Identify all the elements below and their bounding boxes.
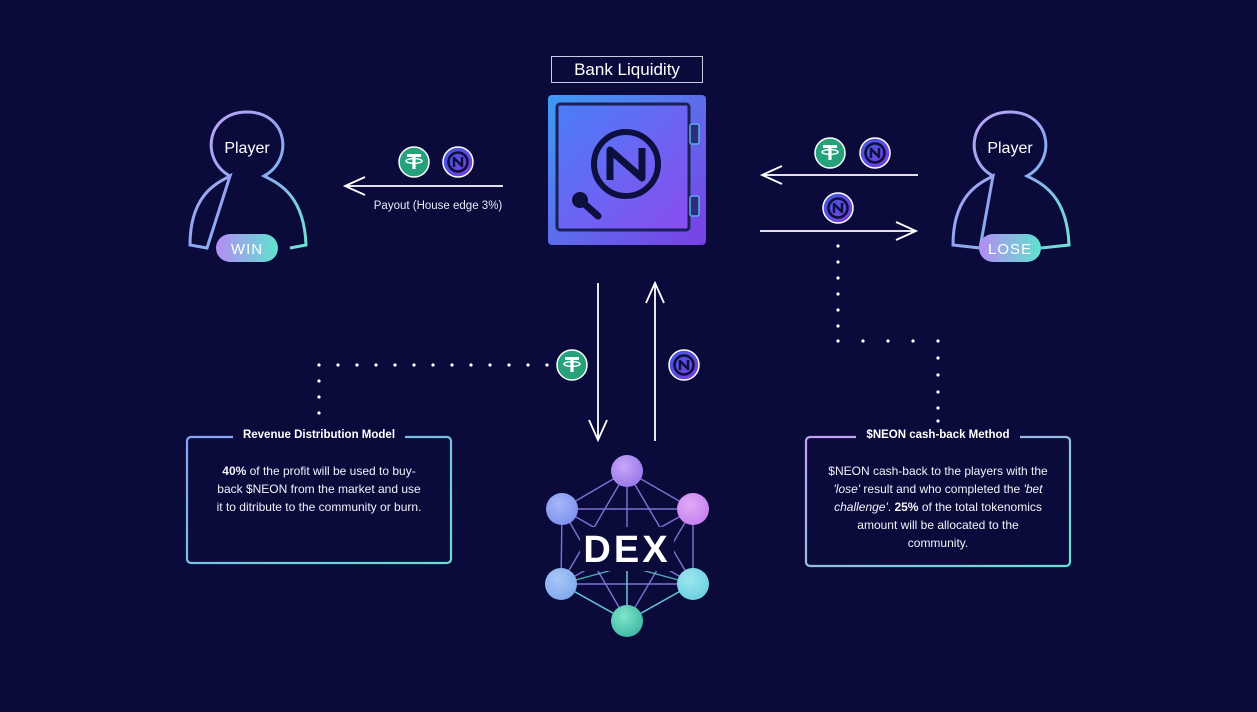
payout-label: Payout (House edge 3%) [373, 200, 503, 212]
payout-neon-icon [441, 145, 475, 179]
dex-node-left [546, 493, 578, 525]
cashback-box-body: $NEON cash-back to the players with the … [805, 462, 1071, 552]
cashback-text-2: result and who completed the [860, 482, 1024, 496]
cashback-text-3: . [887, 500, 895, 514]
dex-node-bottom-left [545, 568, 577, 600]
cashback-italic-bet: 'bet challenge' [834, 482, 1043, 514]
bet-arrow [759, 165, 918, 185]
cashback-dotted-line [836, 244, 940, 423]
cashback-method-box: $NEON cash-back Method $NEON cash-back t… [805, 429, 1071, 566]
bet-neon-icon [858, 136, 892, 170]
safe-icon [548, 95, 706, 245]
cashback-italic-lose: 'lose' [833, 482, 861, 496]
player-right-figure [951, 110, 1071, 250]
player-left-label: Player [224, 140, 270, 157]
dex-neon-icon [667, 348, 701, 382]
dex-node-top [611, 455, 643, 487]
revenue-dotted-line [317, 363, 549, 415]
cashback-arrow [760, 221, 919, 241]
player-right-label: Player [987, 140, 1033, 157]
revenue-box-percent: 40% [222, 464, 247, 478]
dex-node-bottom [611, 605, 643, 637]
cashback-percent: 25% [894, 500, 919, 514]
dex-label: DEX [583, 529, 670, 571]
cashback-text-4: of the total tokenomics amount will be a… [857, 500, 1042, 550]
bank-to-dex-arrow [588, 283, 608, 443]
revenue-distribution-box: Revenue Distribution Model 40% of the pr… [186, 429, 452, 563]
revenue-tether-icon [556, 349, 588, 381]
lose-badge [979, 234, 1041, 262]
payout-arrow [342, 176, 503, 196]
revenue-box-text: of the profit will be used to buy-back $… [216, 464, 422, 514]
player-left-figure [188, 110, 308, 250]
cashback-neon-icon [821, 191, 855, 225]
win-badge [216, 234, 278, 262]
win-badge-label: WIN [231, 241, 263, 258]
bet-tether-icon [814, 137, 846, 169]
dex-node-right [677, 493, 709, 525]
payout-tether-icon [398, 146, 430, 178]
dex-node-bottom-right [677, 568, 709, 600]
cashback-box-title: $NEON cash-back Method [856, 429, 1020, 441]
revenue-box-body: 40% of the profit will be used to buy-ba… [186, 462, 452, 516]
dex-to-bank-arrow [645, 280, 665, 441]
cashback-text-1: $NEON cash-back to the players with the [828, 464, 1048, 478]
dex-label-backdrop [580, 527, 674, 571]
lose-badge-label: LOSE [988, 241, 1032, 258]
bank-liquidity-title: Bank Liquidity [551, 56, 703, 83]
revenue-box-title: Revenue Distribution Model [232, 429, 406, 441]
